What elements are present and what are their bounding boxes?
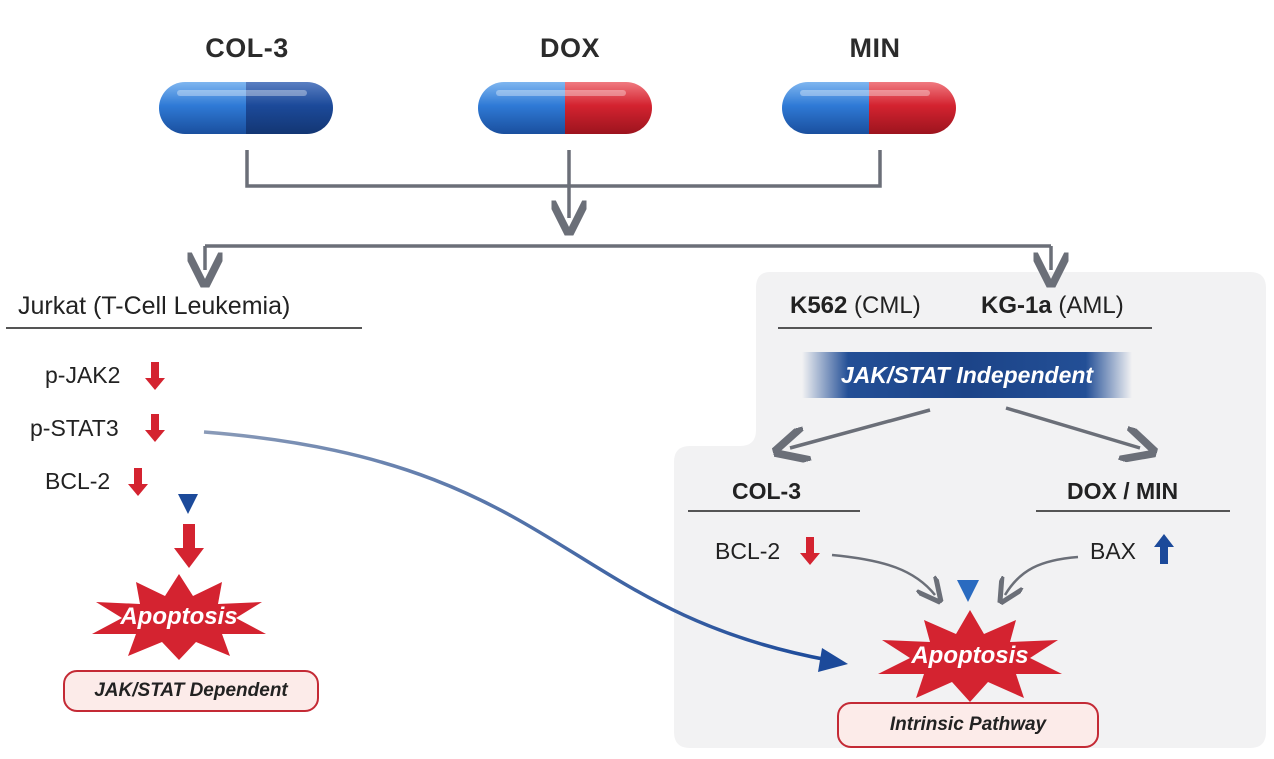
k562-label: K562 (CML) [790, 292, 921, 320]
drug-label-col3: COL-3 [205, 33, 289, 63]
jak-stat-independent-banner: JAK/STAT Independent [802, 352, 1132, 398]
capsule-min [782, 82, 956, 134]
k562-type: (CML) [854, 292, 921, 319]
marker-pjak2: p-JAK2 [45, 362, 121, 388]
kg1a-label: KG-1a (AML) [981, 292, 1124, 320]
sub-title-col3: COL-3 [732, 478, 801, 504]
capsule-col3 [159, 82, 333, 134]
down-arrow-icon [145, 414, 165, 442]
marker-bcl2-left: BCL-2 [45, 468, 111, 494]
sub-title-dox-min-underline [1036, 510, 1230, 512]
drug-label-min: MIN [849, 33, 901, 63]
sub-title-col3-underline [688, 510, 860, 512]
kg1a-type: (AML) [1058, 292, 1124, 319]
cells-underline [778, 327, 1152, 329]
marker-bax: BAX [1090, 538, 1137, 564]
down-arrow-icon [800, 537, 820, 565]
sub-title-dox-min: DOX / MIN [1067, 478, 1179, 504]
apoptosis-burst-left [92, 574, 266, 660]
marker-pstat3: p-STAT3 [30, 415, 119, 441]
apoptosis-burst-right [878, 610, 1062, 702]
apoptosis-label-right: Apoptosis [911, 642, 1029, 669]
jurkat-title: Jurkat (T-Cell Leukemia) [18, 292, 291, 320]
down-arrow-icon [174, 524, 204, 568]
kg1a-name: KG-1a [981, 292, 1052, 319]
apoptosis-label-left: Apoptosis [120, 603, 238, 630]
drug-label-dox: DOX [539, 33, 600, 63]
jurkat-title-underline [6, 327, 362, 329]
intrinsic-pathway-tag: Intrinsic Pathway [837, 702, 1099, 748]
jak-stat-dependent-tag: JAK/STAT Dependent [63, 670, 319, 712]
marker-bcl2-right: BCL-2 [715, 538, 781, 564]
up-arrow-icon [1154, 534, 1174, 564]
capsule-dox [478, 82, 652, 134]
down-arrow-icon [128, 468, 148, 496]
k562-name: K562 [790, 292, 848, 319]
down-arrow-icon [145, 362, 165, 390]
